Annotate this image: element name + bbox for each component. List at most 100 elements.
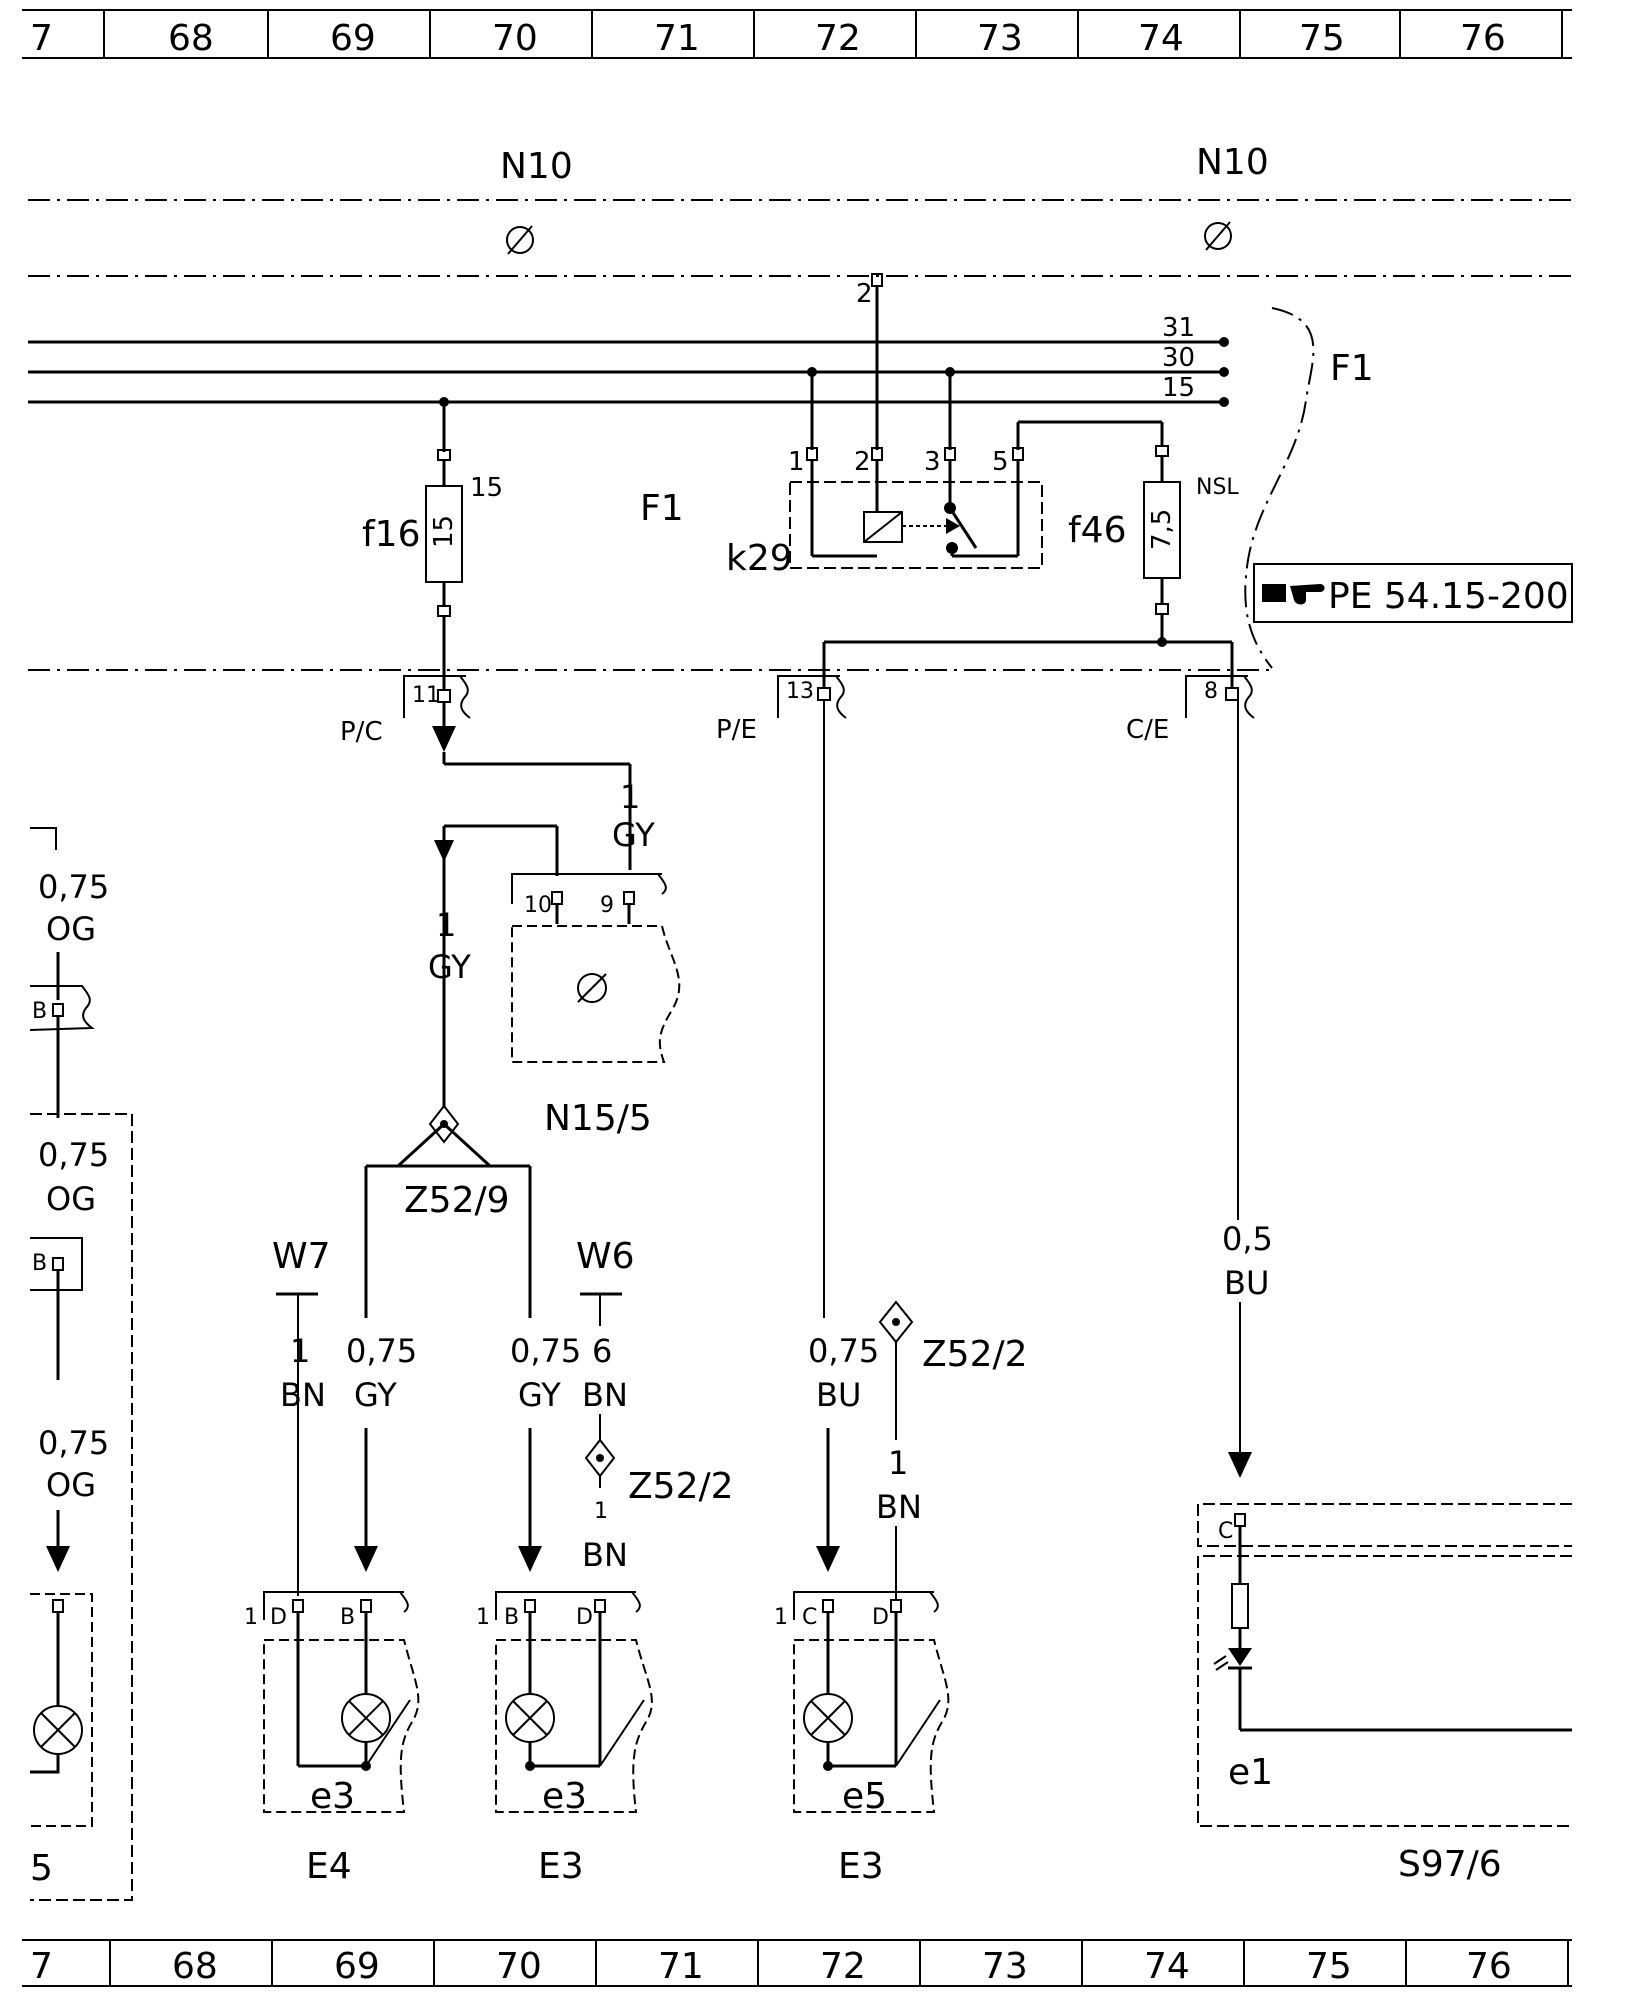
fuse-box-label-inner: F1 <box>640 488 684 529</box>
ground-label: N10 <box>1196 142 1269 183</box>
grid-col-label: 70 <box>492 18 538 59</box>
fuse-f16-terminal: 15 <box>470 473 503 503</box>
component-label: 5 <box>30 1848 53 1889</box>
reference-box: PE 54.15-200 <box>1253 563 1573 623</box>
ground-label: W7 <box>272 1236 331 1277</box>
connector-pin <box>52 1003 64 1017</box>
bus-label: 15 <box>1162 373 1195 403</box>
grid-col-label: 7 <box>30 18 53 59</box>
connector-pin <box>594 1599 606 1613</box>
wire-color: GY <box>428 948 471 986</box>
lamp-icon-stroke <box>40 1712 76 1748</box>
splice-dot <box>596 1454 604 1462</box>
relay-pin-label: 1 <box>788 447 805 477</box>
bus-label: 30 <box>1162 343 1195 373</box>
lamp-pin-label: B <box>504 1605 519 1630</box>
grid-col-label: 72 <box>820 1946 866 1987</box>
left-partial-circuit: 0,75 OG B 0,75 OG B 0,75 OG 5 <box>29 827 133 1901</box>
ground-symbol-icon <box>506 226 534 254</box>
connector-label: P/C <box>340 717 383 747</box>
wire-color: GY <box>612 816 655 854</box>
wire-color: OG <box>46 1466 96 1504</box>
ground-label: N10 <box>500 146 573 187</box>
connector-c-e: 8 C/E <box>1126 675 1255 745</box>
fuse-box-label: F1 <box>1330 348 1374 389</box>
reference-text: PE 54.15-200 <box>1328 576 1569 617</box>
grid-col-label: 74 <box>1138 18 1184 59</box>
ground-label: W6 <box>576 1236 635 1277</box>
relay-k29-name: k29 <box>726 538 793 579</box>
lamp-pin-label: 1 <box>774 1605 788 1630</box>
wire-e3-gy: 0,75 GY <box>510 1166 581 1572</box>
switch-s97-6-body <box>1197 1555 1572 1827</box>
module-pin-label: 9 <box>600 893 614 918</box>
fuse-f16: 15 15 f16 <box>362 397 503 690</box>
wire-size: 0,75 <box>346 1332 417 1370</box>
wire-size: 1 <box>436 906 456 944</box>
connector-outline <box>777 675 847 719</box>
switch-s97-6: C e1 S97/6 <box>1197 1503 1572 1885</box>
lamp-name: E3 <box>838 1846 884 1887</box>
connector-pin-number: 11 <box>412 683 440 708</box>
fuse-f46: 7,5 NSL f46 <box>822 445 1239 688</box>
bus-terminal <box>1219 397 1229 407</box>
lamp-e3r-body <box>793 1639 950 1813</box>
arrow-down-icon <box>816 1546 840 1572</box>
grid-col-label: 73 <box>982 1946 1028 1987</box>
wire-color: OG <box>46 910 96 948</box>
wire-color: BU <box>816 1376 861 1414</box>
connector-outline <box>30 1237 83 1291</box>
module-connector-outline <box>511 873 667 904</box>
wire <box>30 1754 60 1774</box>
lamp-pin-label: B <box>340 1605 355 1630</box>
connector-pin <box>623 891 635 905</box>
arrow-down-icon <box>518 1546 542 1572</box>
grid-col-label: 69 <box>330 18 376 59</box>
connector-pin <box>437 605 451 617</box>
splice-dot <box>892 1318 900 1326</box>
wire <box>396 1122 446 1168</box>
switch-connector-outline <box>1197 1503 1572 1547</box>
bus-label: 31 <box>1162 313 1195 343</box>
connector-pin <box>822 1599 834 1613</box>
connector-pin <box>524 1599 536 1613</box>
top-grid-ruler: 7 68 69 70 71 72 73 74 75 76 <box>22 9 1572 59</box>
arrow-down-icon <box>1228 1452 1252 1478</box>
connector-pin-number: 8 <box>1204 679 1218 704</box>
ground-symbol-stroke <box>1205 221 1231 251</box>
grid-col-label: 76 <box>1466 1946 1512 1987</box>
wire-size: 0,75 <box>38 1424 109 1462</box>
bus-terminal <box>1219 337 1229 347</box>
switch-sub-label: e1 <box>1228 1752 1273 1793</box>
connector-outline <box>403 675 471 719</box>
wire-size: 1 <box>290 1332 310 1370</box>
wire-color: BN <box>876 1488 922 1526</box>
wire-color: GY <box>354 1376 397 1414</box>
module-symbol-icon <box>577 973 607 1003</box>
module-symbol-stroke <box>577 973 607 1003</box>
relay-k29: 2 1 2 3 5 <box>726 273 1164 579</box>
lamp-e3-body <box>495 1639 653 1813</box>
fuse-f46-terminal: NSL <box>1196 475 1239 500</box>
wire-s97-bu: 0,5 BU <box>1222 700 1273 1478</box>
wire <box>442 1122 492 1168</box>
relay-pin-label: 2 <box>854 447 871 477</box>
grid-col-label: 75 <box>1299 18 1345 59</box>
lamp-e4-body <box>263 1639 420 1813</box>
grid-col-label: 72 <box>815 18 861 59</box>
arrow-down-icon <box>46 1546 70 1572</box>
wire-size: 1 <box>888 1444 908 1482</box>
lamp-name: E3 <box>538 1846 584 1887</box>
lamp-icon-stroke <box>348 1700 384 1736</box>
fuse-box-f1: F1 F1 31 30 15 15 15 f16 2 <box>28 273 1573 690</box>
wire-size: 1 <box>620 778 640 816</box>
ground-point-n10-left: N10 <box>500 146 573 255</box>
wire-color: OG <box>46 1180 96 1218</box>
bottom-grid-ruler: 7 68 69 70 71 72 73 74 75 76 <box>22 1939 1572 1987</box>
lamp-connector-outline <box>793 1591 939 1620</box>
grid-col-label: 68 <box>168 18 214 59</box>
fuse-box-boundary <box>1244 307 1315 669</box>
left-frame <box>30 1113 133 1901</box>
grid-col-label: 7 <box>30 1946 53 1987</box>
